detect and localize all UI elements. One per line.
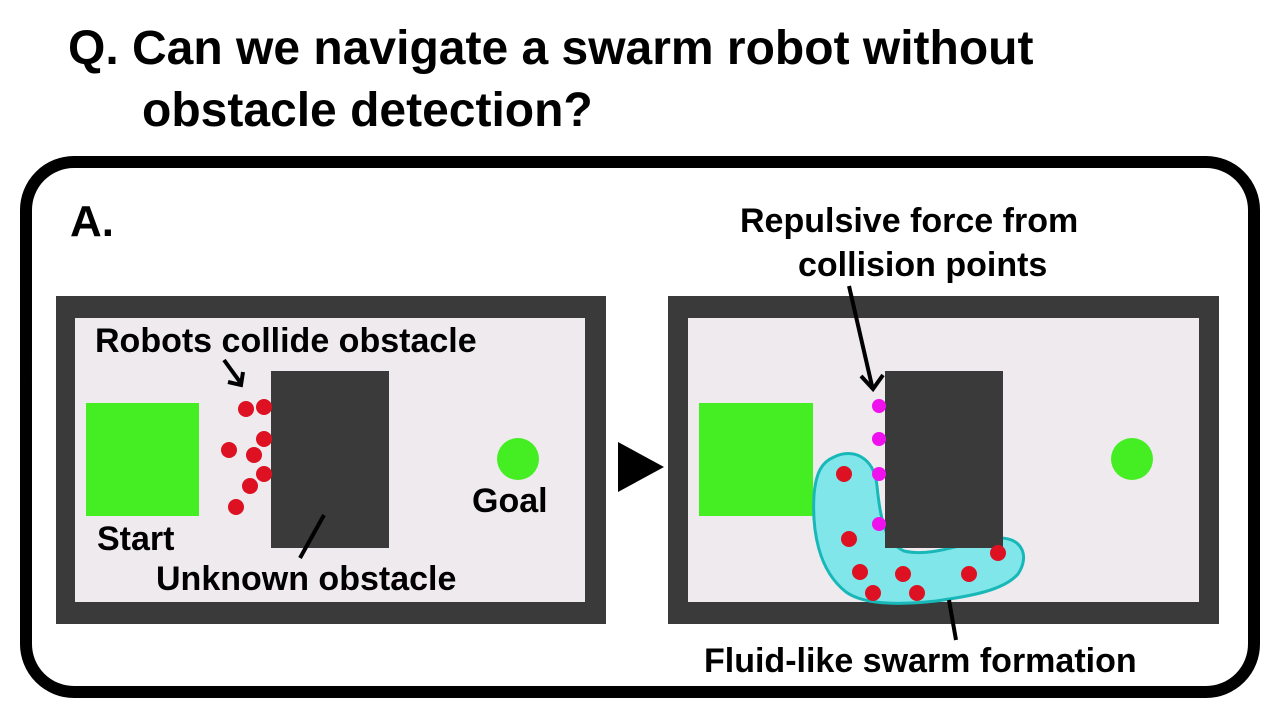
obstacle-label: Unknown obstacle (156, 560, 456, 598)
left-unknown-obstacle (271, 371, 389, 548)
collide-arrowhead-icon (227, 371, 245, 388)
start-label: Start (97, 520, 174, 558)
robot (246, 447, 262, 463)
right-unknown-obstacle (885, 371, 1003, 548)
robot (909, 585, 925, 601)
robot (852, 564, 868, 580)
collision-point (872, 517, 886, 531)
robot (256, 431, 272, 447)
obstacle-pointer-line (298, 514, 326, 559)
repulsive-arrow-icon (847, 285, 874, 387)
formation-label: Fluid-like swarm formation (704, 642, 1137, 680)
robot (961, 566, 977, 582)
robot (990, 545, 1006, 561)
play-triangle-icon (618, 442, 664, 492)
panel-label: A. (70, 197, 114, 246)
robot (228, 499, 244, 515)
collision-point (872, 432, 886, 446)
collision-point (872, 399, 886, 413)
question-line-1: Q. Can we navigate a swarm robot without (68, 22, 1034, 75)
collision-point (872, 467, 886, 481)
right-scene: Repulsive force from collision points Fl… (668, 202, 1219, 680)
swarm-formation-blob (812, 452, 1025, 605)
robot (238, 401, 254, 417)
robot (836, 466, 852, 482)
repulsive-label-line-2: collision points (798, 246, 1047, 284)
robot (256, 399, 272, 415)
robot (895, 566, 911, 582)
right-goal-marker (1111, 438, 1153, 480)
robot (242, 478, 258, 494)
right-robots (836, 466, 1006, 601)
repulsive-label-line-1: Repulsive force from (740, 202, 1078, 240)
robot (256, 466, 272, 482)
collide-label: Robots collide obstacle (95, 322, 477, 360)
collide-arrow-icon (222, 358, 242, 384)
question-line-2: obstacle detection? (142, 84, 593, 137)
repulsive-arrowhead-icon (859, 373, 885, 393)
right-start-area (699, 403, 813, 516)
left-goal-marker (497, 438, 539, 480)
robot (221, 442, 237, 458)
left-start-area (86, 403, 199, 516)
left-robots (221, 399, 272, 515)
formation-pointer-line (947, 599, 958, 641)
robot (841, 531, 857, 547)
left-scene: Robots collide obstacle Start Goal Unkno… (56, 296, 606, 624)
robot (865, 585, 881, 601)
goal-label: Goal (472, 482, 548, 520)
collision-points (872, 399, 886, 531)
